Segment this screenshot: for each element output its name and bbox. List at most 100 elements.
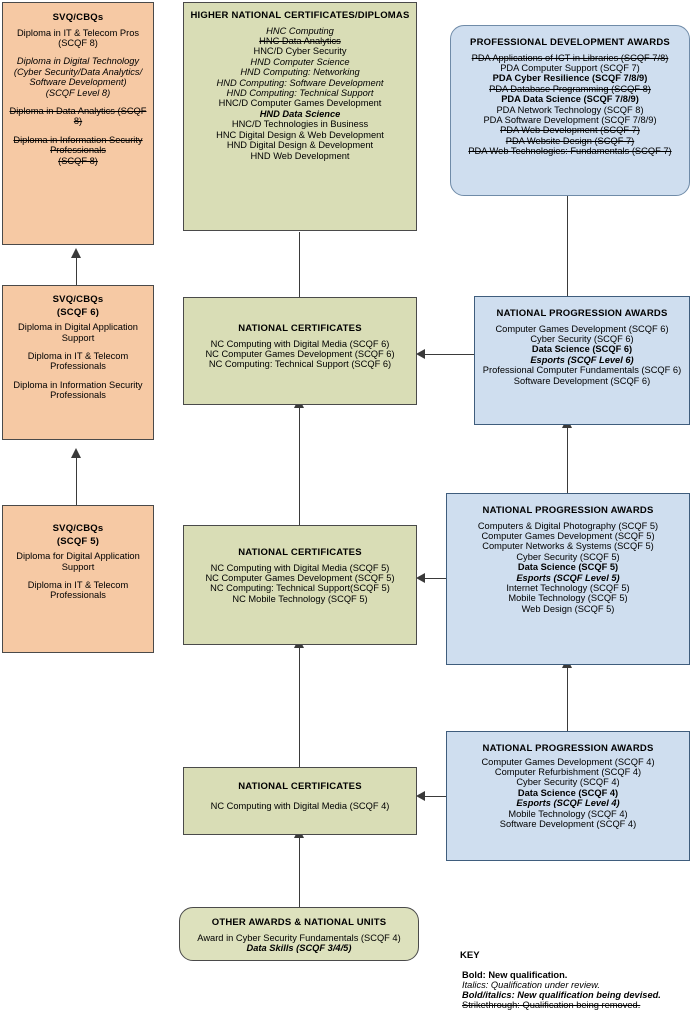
qualification-line: Professionals: [50, 590, 106, 601]
box-national-progression-awards-level-5[interactable]: NATIONAL PROGRESSION AWARDS Computers & …: [446, 493, 690, 665]
box-national-progression-awards-level-4[interactable]: NATIONAL PROGRESSION AWARDS Computer Gam…: [446, 731, 690, 861]
connector-nc5-to-nc6-line: [299, 405, 300, 525]
qualification-line: Computers & Digital Photography (SCQF 5): [477, 520, 659, 531]
box-title: NATIONAL CERTIFICATES: [238, 323, 362, 334]
qualification-line: Cyber Security (SCQF 4): [516, 777, 620, 788]
box-title: SVQ/CBQs: [52, 523, 104, 534]
qualification-line: Diploma in IT & Telecom Pros: [16, 27, 140, 38]
qualification-line: Mobile Technology (SCQF 5): [508, 593, 628, 604]
qualification-line: PDA Data Science (SCQF 7/8/9): [501, 94, 639, 105]
qualification-line: Diploma in Digital Technology: [16, 56, 140, 67]
box-title: SVQ/CBQs: [52, 294, 104, 305]
box-title: SVQ/CBQs: [52, 12, 104, 23]
line-spacer: [7, 48, 149, 56]
qualification-line: NC Computing: Technical Support(SCQF 5): [210, 583, 390, 594]
line-spacer: [7, 572, 149, 580]
box-national-certificates-level-6[interactable]: NATIONAL CERTIFICATES NC Computing with …: [183, 297, 417, 405]
qualification-line: HND Computing: Networking: [240, 67, 360, 78]
line-prefix: PDA Software Development (SCQF 7/: [483, 115, 641, 126]
box-body: Computers & Digital Photography (SCQF 5)…: [451, 521, 685, 615]
box-national-certificates-level-4[interactable]: NATIONAL CERTIFICATES NC Computing with …: [183, 767, 417, 835]
qualification-line: NC Computing: Technical Support (SCQF 6): [208, 359, 392, 370]
box-title: OTHER AWARDS & NATIONAL UNITS: [211, 917, 387, 928]
box-higher-national-certificates-diplomas[interactable]: HIGHER NATIONAL CERTIFICATES/DIPLOMAS HN…: [183, 2, 417, 231]
connector-npa4-to-npa5-line: [567, 665, 568, 731]
key-legend: KEY Bold: New qualification.Italics: Qua…: [460, 950, 690, 1010]
connector-npa6-to-nc6-line: [425, 354, 474, 355]
qualification-line: Award in Cyber Security Fundamentals (SC…: [197, 932, 401, 943]
qualification-line: HNC Data Analytics: [259, 36, 341, 47]
qualification-line: NC Computing with Digital Media (SCQF 5): [210, 562, 390, 573]
box-title: HIGHER NATIONAL CERTIFICATES/DIPLOMAS: [190, 10, 410, 21]
qualification-line: Data Science (SCQF 6): [531, 344, 633, 355]
qualification-line: Bold/italics: New qualification being de…: [462, 990, 661, 1000]
qualification-line: Professional Computer Fundamentals (SCQF…: [482, 365, 682, 376]
box-title: NATIONAL CERTIFICATES: [238, 547, 362, 558]
qualification-line: NC Computing with Digital Media (SCQF 6): [210, 338, 390, 349]
qualification-line: Computer Networks & Systems (SCQF 5): [482, 541, 654, 552]
box-subtitle: (SCQF 5): [56, 535, 100, 547]
box-professional-development-awards[interactable]: PROFESSIONAL DEVELOPMENT AWARDS PDA Appl…: [450, 25, 690, 196]
qualification-line: (SCQF 8): [58, 38, 98, 49]
box-body: Diploma in IT & Telecom Pros(SCQF 8)Dipl…: [7, 28, 149, 166]
box-body: NC Computing with Digital Media (SCQF 5)…: [188, 563, 412, 605]
connector-svq6-to-svq8-line: [76, 255, 77, 285]
connector-svq5-to-svq6-line: [76, 455, 77, 505]
qualification-line: NC Computer Games Development (SCQF 5): [205, 573, 395, 584]
qualification-line: Esports (SCQF Level 6): [530, 354, 634, 365]
box-svq-cbqs-level-8[interactable]: SVQ/CBQs Diploma in IT & Telecom Pros(SC…: [2, 2, 154, 245]
qualification-line: Esports (SCQF Level 5): [516, 572, 620, 583]
box-body: Computer Games Development (SCQF 4)Compu…: [451, 757, 685, 830]
box-svq-cbqs-level-5[interactable]: SVQ/CBQs (SCQF 5) Diploma for Digital Ap…: [2, 505, 154, 653]
qualification-line: (SCQF 8): [58, 155, 98, 166]
qualification-line: PDA Cyber Resilience (SCQF 7/8/9): [492, 73, 648, 84]
line-suffix: ): [653, 115, 657, 126]
qualification-line: Strikethrough: Qualification being remov…: [462, 1000, 641, 1010]
qualification-line: Computer Refurbishment (SCQF 4): [494, 767, 642, 778]
qualification-line: PDA Network Technology (SCQF 8): [496, 104, 644, 115]
box-title: NATIONAL PROGRESSION AWARDS: [482, 505, 654, 516]
qualification-line: Diploma in Information Security: [13, 379, 143, 390]
qualification-line: HNC Computing: [266, 25, 334, 36]
qualification-line: Diploma in IT & Telecom: [27, 351, 129, 362]
qualification-line: Bold: New qualification.: [462, 970, 568, 980]
connector-npa6-to-nc6-arrow: [416, 349, 425, 359]
qualification-line: Support: [61, 332, 95, 343]
qualification-line: Cyber Security (SCQF 5): [516, 551, 620, 562]
qualification-line: Professionals: [50, 390, 106, 401]
qualification-line: HND Computer Science: [250, 56, 350, 67]
line-struck-part: 8/9: [640, 115, 654, 126]
qualification-line: (Cyber Security/Data Analytics/: [13, 66, 143, 77]
qualification-line: Professionals: [50, 361, 106, 372]
qualification-line: PDA Website Design (SCQF 7): [505, 135, 635, 146]
qualification-line: Data Science (SCQF 5): [517, 562, 619, 573]
connector-svq5-to-svq6-arrow: [71, 448, 81, 458]
line-spacer: [7, 372, 149, 380]
qualification-line: HND Data Science: [259, 108, 341, 119]
qualification-line: Diploma in Digital Application: [18, 322, 138, 333]
box-title: PROFESSIONAL DEVELOPMENT AWARDS: [470, 37, 670, 48]
qualification-line: PDA Software Development (SCQF 7/8/9): [455, 115, 685, 125]
box-national-progression-awards-level-6[interactable]: NATIONAL PROGRESSION AWARDS Computer Gam…: [474, 296, 690, 425]
qualification-line: PDA Applications of ICT in Libraries (SC…: [471, 52, 669, 63]
qualification-line: Cyber Security (SCQF 6): [530, 334, 634, 345]
qualification-line: Software Development (SCQF 4): [499, 819, 637, 830]
qualification-line: Computer Games Development (SCQF 5): [481, 531, 655, 542]
box-other-awards-national-units[interactable]: OTHER AWARDS & NATIONAL UNITS Award in C…: [179, 907, 419, 961]
box-national-certificates-level-5[interactable]: NATIONAL CERTIFICATES NC Computing with …: [183, 525, 417, 645]
connector-nc4-to-nc5-line: [299, 645, 300, 767]
key-title: KEY: [460, 950, 480, 961]
connector-other-to-nc4-line: [299, 835, 300, 907]
qualification-line: HNC/D Computer Games Development: [218, 98, 382, 109]
qualification-line: Italics: Qualification under review.: [462, 980, 600, 990]
connector-svq6-to-svq8-arrow: [71, 248, 81, 258]
qualification-line: Diploma in Information Security: [13, 134, 143, 145]
qualification-line: Esports (SCQF Level 4): [516, 798, 620, 809]
qualification-line: Mobile Technology (SCQF 4): [508, 808, 628, 819]
connector-npa5-to-npa6-line: [567, 425, 568, 493]
line-spacer: [7, 343, 149, 351]
box-svq-cbqs-level-6[interactable]: SVQ/CBQs (SCQF 6) Diploma in Digital App…: [2, 285, 154, 440]
qualification-line: Data Skills (SCQF 3/4/5): [246, 943, 352, 954]
qualification-line: Professionals: [50, 145, 106, 156]
